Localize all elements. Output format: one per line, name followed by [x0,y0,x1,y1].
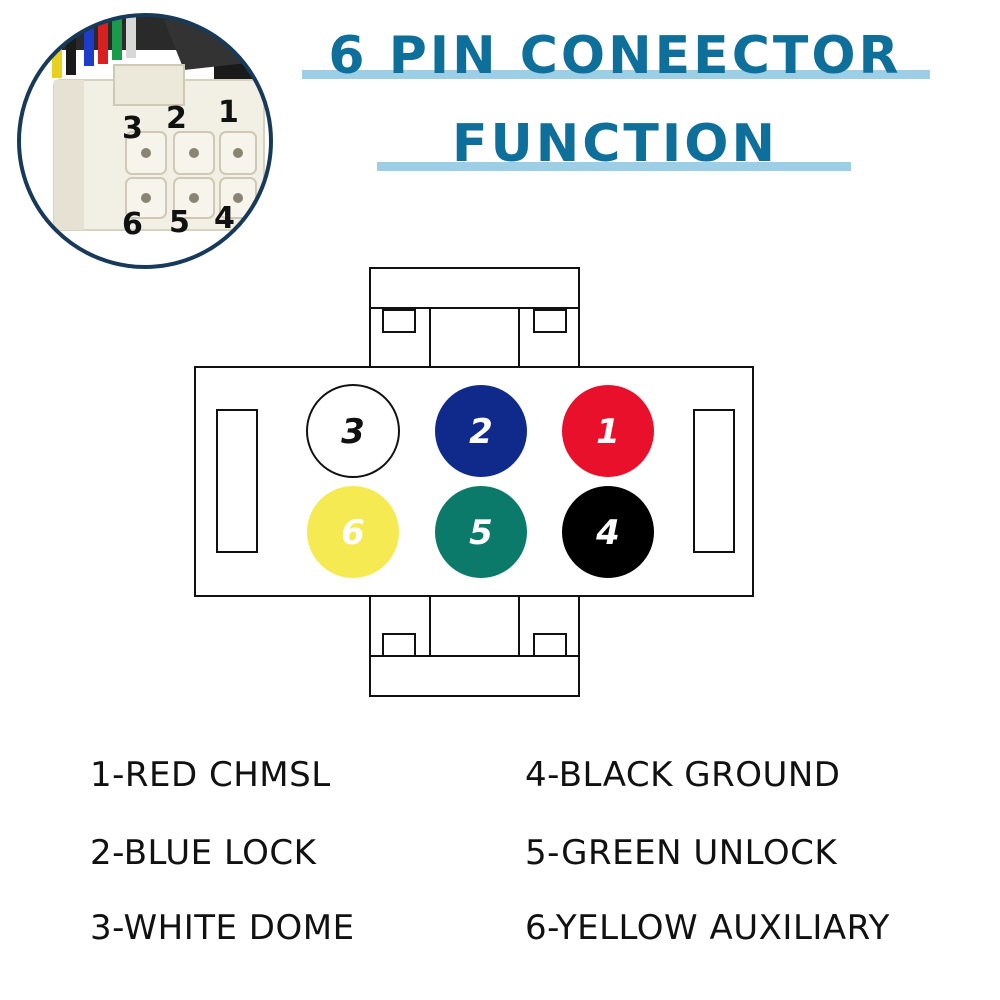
pin-6-circle [307,486,399,578]
pin-2: 2 [435,385,527,477]
connector-diagram: 3 2 1 6 5 4 [194,267,754,697]
pin-1-circle [562,385,654,477]
top-clip [369,267,580,309]
pin-4-label: 4 [595,513,620,553]
right-slot [693,409,735,553]
inset-label-2: 2 [166,101,187,136]
legend-item-1: 1-RED CHMSL [90,755,331,795]
inset-label-5: 5 [169,205,190,240]
inset-label-3: 3 [122,111,143,146]
bottom-clip [369,655,580,697]
pin-1: 1 [562,385,654,477]
pin-2-circle [435,385,527,477]
inset-border [17,13,273,269]
pin-5-circle [435,486,527,578]
pin-3-circle [306,384,400,478]
legend-item-2: 2-BLUE LOCK [90,833,317,873]
plug-body-icon [53,64,265,231]
legend-item-4: 4-BLACK GROUND [525,755,841,795]
legend-item-6: 6-YELLOW AUXILIARY [525,908,890,948]
legend-item-5: 5-GREEN UNLOCK [525,833,838,873]
pin-4-circle [562,486,654,578]
title-underline-1 [302,70,930,79]
title-underline-2 [377,162,851,171]
pin-1-label: 1 [596,412,620,452]
pin-3: 3 [306,384,400,478]
inset-label-4: 4 [214,201,235,236]
pin-2-label: 2 [469,412,493,452]
pin-5-label: 5 [469,513,493,553]
pin-5: 5 [435,486,527,578]
pin-4: 4 [562,486,654,578]
pin-6: 6 [307,486,399,578]
page-title-line-1: 6 PIN CONEECTOR [328,26,902,86]
pin-3-label: 3 [341,412,365,452]
inset-label-6: 6 [122,207,143,242]
page-title-line-2: FUNCTION [452,114,778,174]
left-slot [216,409,258,553]
pin-6-label: 6 [341,513,365,553]
legend-item-3: 3-WHITE DOME [90,908,355,948]
connector-photo-inset: 3 2 1 6 5 4 [17,13,273,269]
inset-label-1: 1 [218,95,239,130]
